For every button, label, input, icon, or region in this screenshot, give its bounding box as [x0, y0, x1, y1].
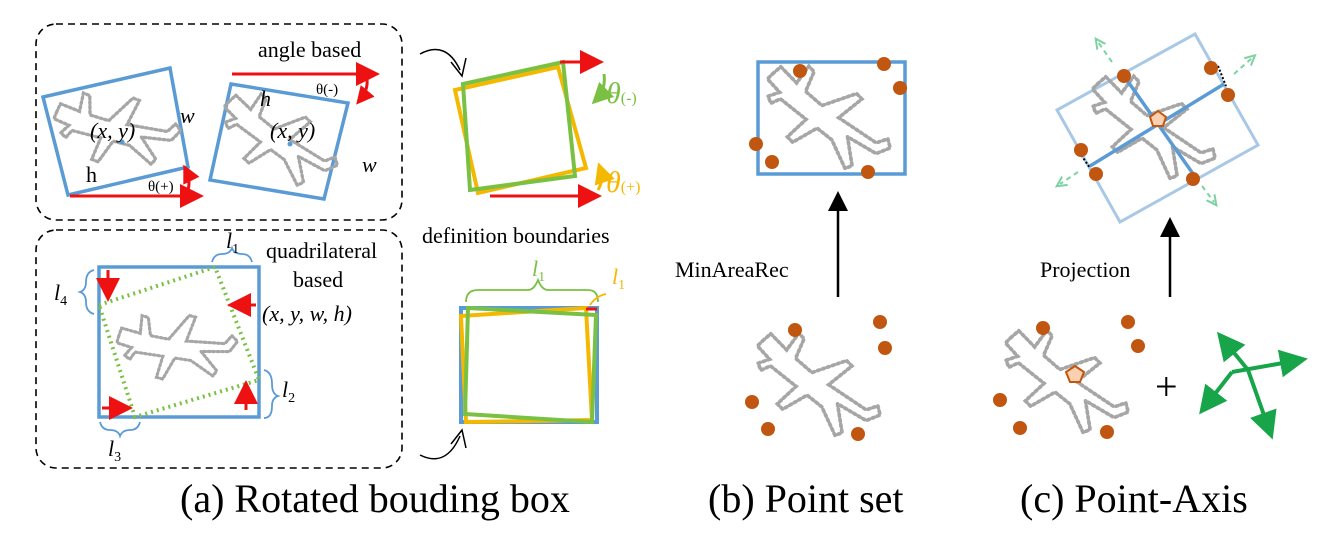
- minarearec-label: MinAreaRec: [675, 257, 789, 282]
- definition-boundary-quad: [458, 277, 607, 425]
- min-area-rect: [756, 60, 907, 176]
- angle-based-label: angle based: [258, 37, 361, 62]
- panel-b: MinAreaRec (b) Point set: [675, 56, 907, 521]
- panel-c: Projection + (c) Point-Axis: [988, 31, 1308, 521]
- xywh-label: (x, y, w, h): [262, 301, 352, 326]
- projected-points: [1074, 61, 1235, 186]
- curved-arrow-bottom: [419, 435, 461, 460]
- l1-orange-label: l1: [612, 264, 625, 293]
- point-set-c: [993, 315, 1145, 439]
- theta-big-neg: θ(-): [606, 77, 637, 110]
- w-label-2: w: [362, 152, 377, 177]
- plus-sign: +: [1155, 364, 1178, 409]
- quadrilateral-label: quadrilateral: [266, 238, 377, 263]
- projection-label: Projection: [1040, 257, 1130, 282]
- rotated-box-2: [207, 62, 380, 201]
- l2-label: l2: [282, 377, 295, 406]
- quadrilateral-based-label: based: [293, 267, 343, 292]
- quadrilateral-container: [35, 229, 403, 469]
- h-label-2: h: [260, 86, 271, 111]
- center-pentagon-bottom: [1064, 364, 1086, 383]
- panel-a: (x, y) w h θ(+) angle based θ(-) (x, y) …: [35, 23, 640, 521]
- w-label-1: w: [180, 103, 195, 128]
- xy-label-1: (x, y): [90, 118, 135, 143]
- theta-neg-label: θ(-): [316, 82, 338, 98]
- center-pentagon-top: [1148, 109, 1168, 127]
- axis-arrows: [1199, 331, 1308, 440]
- caption-c: (c) Point-Axis: [1020, 476, 1248, 521]
- definition-boundary-angle: [452, 50, 615, 208]
- l1-label: l1: [226, 228, 239, 257]
- quadrilateral-box: [77, 245, 281, 439]
- l3-label: l3: [108, 436, 121, 465]
- key-points-top: [749, 57, 907, 179]
- xy-label-2: (x, y): [270, 118, 315, 143]
- rotated-box-1: [40, 65, 204, 208]
- caption-a: (a) Rotated bouding box: [180, 476, 570, 521]
- projected-box: [1054, 31, 1261, 225]
- angle-based-container: [35, 23, 403, 221]
- l1-green-label: l1: [532, 256, 545, 285]
- l4-label: l4: [54, 280, 67, 309]
- theta-big-pos: θ(+): [606, 166, 640, 199]
- definition-boundaries-label: definition boundaries: [422, 223, 610, 248]
- key-points-bottom: [745, 315, 892, 441]
- caption-b: (b) Point set: [708, 476, 904, 521]
- theta-pos-label: θ(+): [148, 179, 174, 195]
- curved-arrow-top: [419, 48, 461, 71]
- h-label-1: h: [86, 162, 97, 187]
